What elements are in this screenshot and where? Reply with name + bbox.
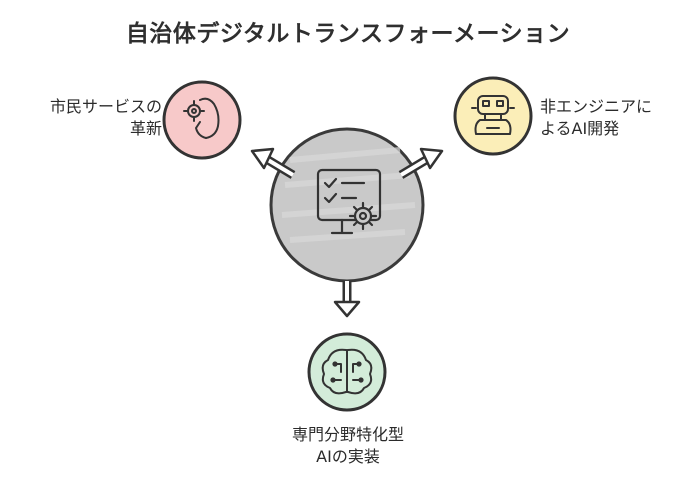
node-bottom bbox=[307, 332, 387, 412]
diagram-title: 自治体デジタルトランスフォーメーション bbox=[125, 21, 571, 47]
robot-icon bbox=[471, 95, 515, 135]
node-bottom-label-line-1: 専門分野特化型 bbox=[291, 425, 404, 444]
node-right-label: 非エンジニアに よるAI開発 bbox=[540, 96, 690, 140]
node-bottom-label-line-2: AIの実装 bbox=[316, 447, 380, 466]
node-left-label: 市民サービスの 革新 bbox=[14, 96, 162, 140]
brain-circuit-icon bbox=[321, 348, 373, 395]
node-left-label-line-2: 革新 bbox=[129, 119, 162, 138]
center-hub bbox=[269, 127, 425, 283]
node-right bbox=[453, 76, 533, 156]
node-right-label-line-1: 非エンジニアに bbox=[540, 97, 653, 116]
node-left-label-line-1: 市民サービスの bbox=[49, 97, 162, 116]
arrow-to-right bbox=[398, 147, 444, 179]
checklist-gear-monitor-icon bbox=[316, 168, 382, 235]
arrow-to-left bbox=[250, 147, 296, 179]
node-left bbox=[162, 80, 242, 160]
arrow-to-bottom bbox=[333, 281, 361, 318]
node-right-label-line-2: よるAI開発 bbox=[540, 119, 620, 138]
node-bottom-label: 専門分野特化型 AIの実装 bbox=[248, 424, 448, 468]
hand-gear-icon bbox=[183, 97, 220, 139]
